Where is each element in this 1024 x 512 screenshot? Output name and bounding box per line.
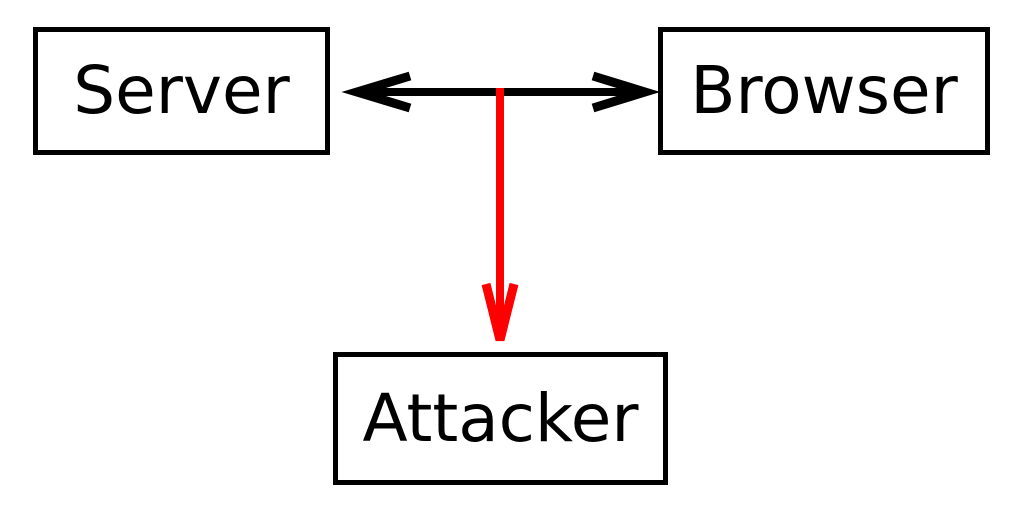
edge-server-browser-arrowhead-right <box>591 71 661 113</box>
node-server-label: Server <box>73 52 290 129</box>
node-attacker[interactable]: Attacker <box>333 352 668 485</box>
edge-attacker-arrowhead-down <box>481 282 519 342</box>
node-attacker-label: Attacker <box>362 379 639 457</box>
node-browser-label: Browser <box>690 52 958 129</box>
edge-server-browser-arrowhead-left <box>341 71 412 113</box>
node-browser[interactable]: Browser <box>658 27 990 155</box>
edge-link-to-attacker[interactable] <box>481 88 519 342</box>
node-server[interactable]: Server <box>33 27 330 155</box>
